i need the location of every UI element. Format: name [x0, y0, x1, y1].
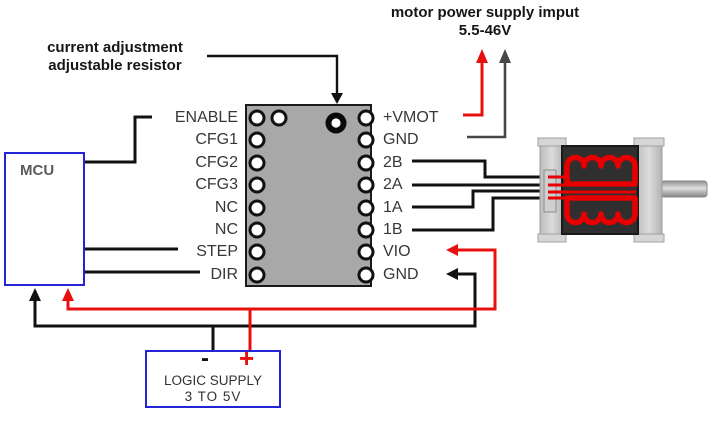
driver-right-pin-labels: +VMOT GND 2B 2A 1A 1B VIO GND [383, 107, 493, 286]
motor-shaft [660, 180, 708, 198]
pin-label-1a: 1A [383, 198, 403, 216]
pin-label-enable: ENABLE [174, 109, 238, 126]
minus-terminal-label: - [201, 345, 209, 372]
pin-label-2a: 2A [383, 176, 403, 194]
power-supply-title-line1: motor power supply imput [390, 4, 580, 21]
motor-right-flange [635, 137, 663, 243]
power-supply-title-line2: 5.5-46V [458, 22, 512, 39]
motor-coil-top [564, 154, 638, 187]
pin-label-cfg2: CFG2 [195, 153, 238, 171]
pin-label-gnd-bot: GND [383, 265, 419, 283]
pin-label-dir: DIR [210, 265, 238, 283]
pin-label-vmot: +VMOT [383, 109, 439, 126]
arrow-up-icon [476, 49, 488, 63]
motor-left-flange [539, 137, 565, 243]
logic-supply-box: - + LOGIC SUPPLY 3 TO 5V [145, 343, 281, 408]
mcu-box: MCU [4, 152, 85, 286]
pin-label-nc2: NC [214, 220, 238, 238]
pin-label-1b: 1B [383, 220, 403, 238]
current-adjustment-pointer [207, 54, 343, 104]
pin-label-2b: 2B [383, 153, 403, 171]
motor-body [561, 145, 639, 235]
pin-label-nc1: NC [214, 198, 238, 216]
current-adjustment-note: current adjustment adjustable resistor [25, 39, 205, 75]
current-adjustment-note-line1: current adjustment [47, 39, 183, 56]
arrow-up-icon [62, 288, 74, 301]
arrow-up-icon [499, 49, 511, 63]
pin-label-cfg1: CFG1 [195, 131, 238, 149]
logic-supply-range: 3 TO 5V [184, 389, 242, 404]
current-adjustment-note-line2: adjustable resistor [48, 57, 182, 74]
driver-board [245, 104, 372, 287]
pin-label-vio: VIO [383, 243, 411, 261]
arrow-down-icon [331, 93, 343, 104]
pin-label-step: STEP [196, 243, 238, 261]
plus-terminal-label: + [239, 343, 255, 373]
arrow-up-icon [29, 288, 41, 301]
motor-connector [543, 169, 557, 213]
power-supply-title: motor power supply imput 5.5-46V [360, 4, 610, 40]
logic-supply-name: LOGIC SUPPLY [163, 373, 263, 388]
stepper-motor [537, 137, 708, 243]
pin-label-cfg3: CFG3 [195, 176, 238, 194]
mcu-label: MCU [20, 162, 55, 179]
driver-left-pin-labels: ENABLE CFG1 CFG2 CFG3 NC NC STEP DIR [60, 107, 238, 286]
pin-label-gnd-top: GND [383, 131, 419, 149]
motor-coil-bottom [564, 195, 638, 226]
